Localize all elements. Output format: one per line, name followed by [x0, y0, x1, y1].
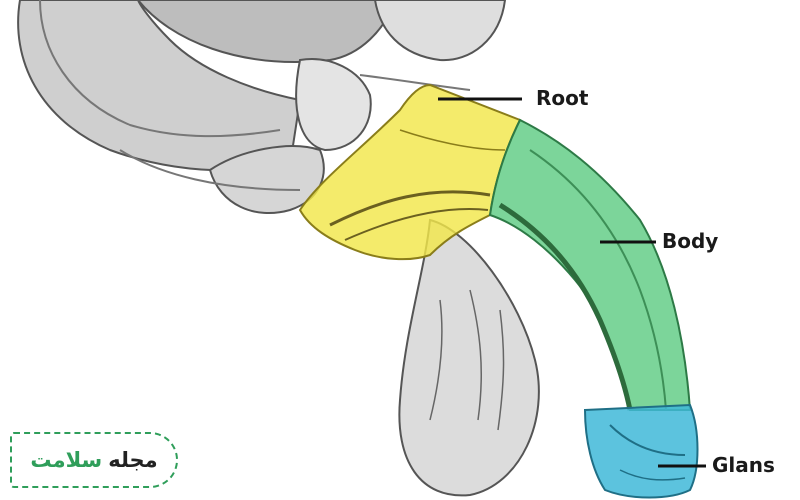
scrotum: [399, 220, 539, 495]
logo-badge: مجله سلامت: [10, 432, 178, 488]
label-root: Root: [536, 86, 588, 110]
logo-word-green: سلامت: [30, 448, 102, 472]
label-glans: Glans: [712, 453, 775, 477]
glans-region: [585, 405, 698, 498]
label-body: Body: [662, 229, 718, 253]
logo-word-dark: مجله: [108, 448, 157, 472]
